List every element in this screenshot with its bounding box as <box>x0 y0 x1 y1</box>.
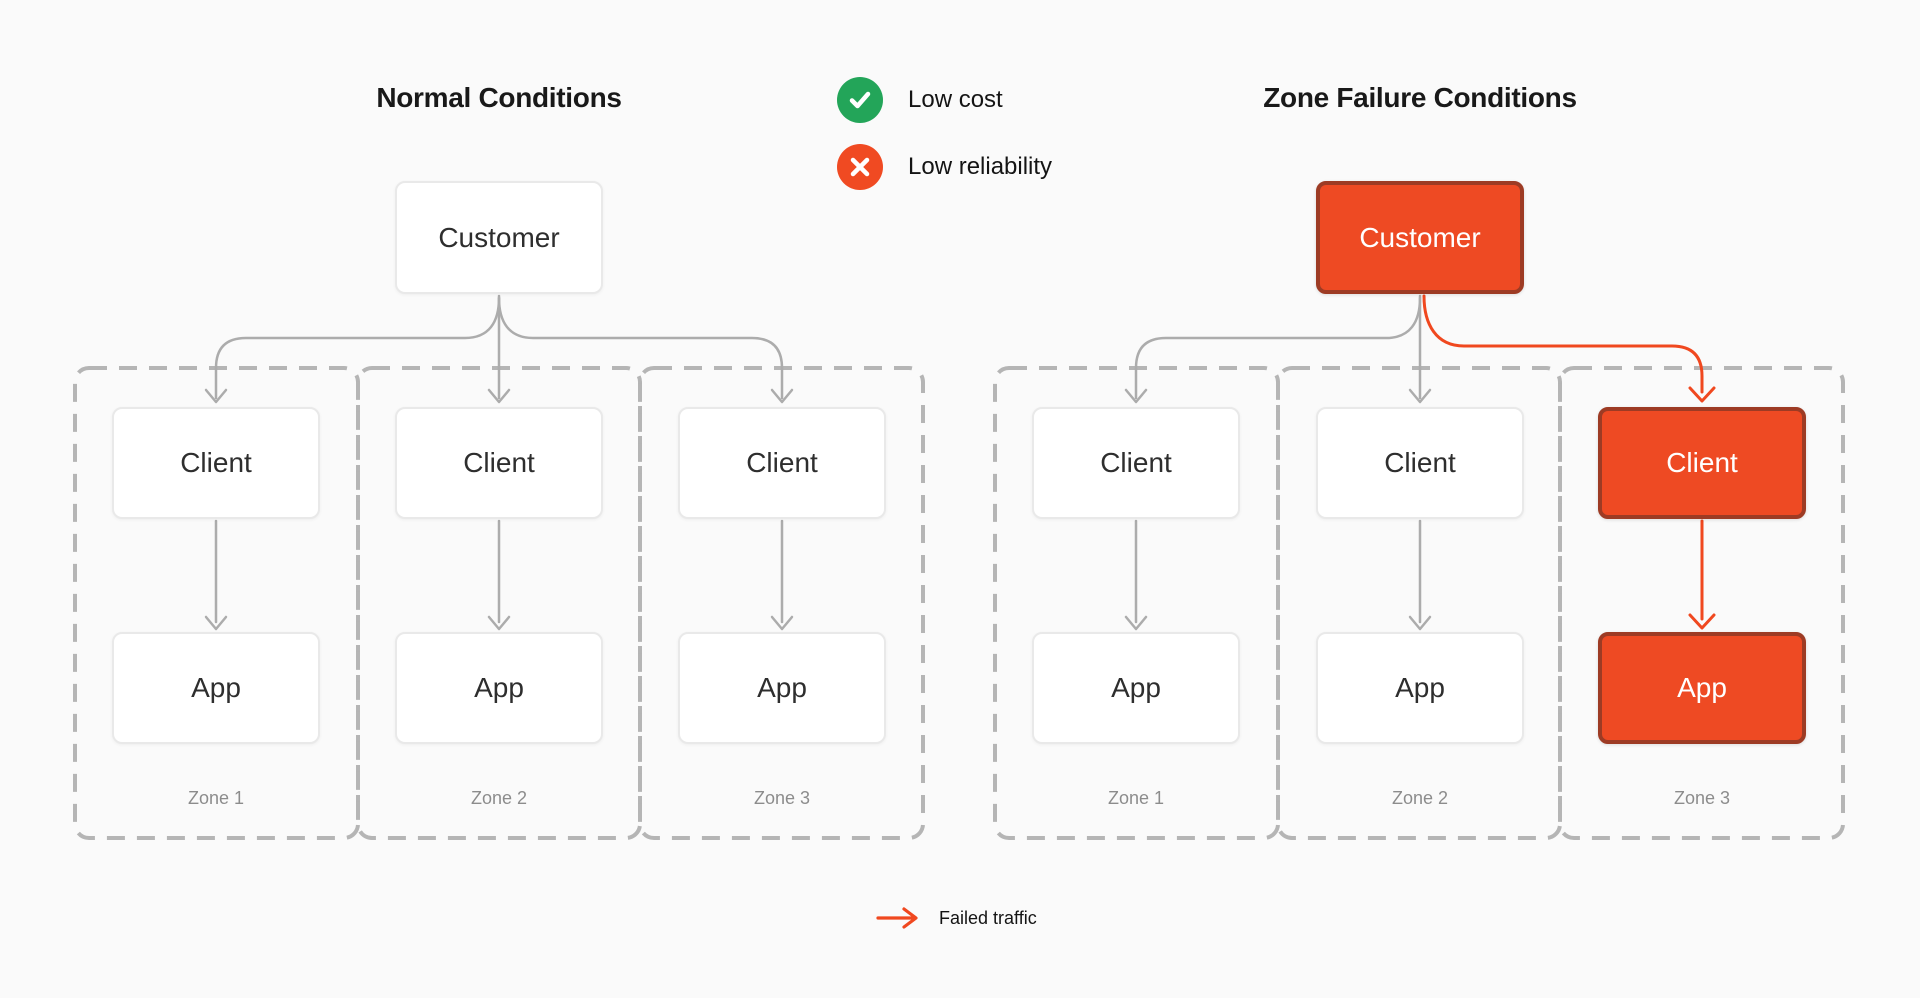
node-client: Client <box>395 407 603 519</box>
arrowhead-icon <box>1124 615 1148 631</box>
check-circle-icon <box>837 77 883 123</box>
legend-item-label: Low cost <box>908 86 1003 113</box>
arrowhead-icon <box>1124 388 1148 404</box>
diagram-title: Normal Conditions <box>376 82 622 113</box>
arrowhead-icon <box>204 388 228 404</box>
node-app: App <box>1598 632 1806 744</box>
arrowhead-icon <box>770 615 794 631</box>
legend-item: Low cost <box>837 77 1052 123</box>
zone-label: Zone 1 <box>187 788 245 808</box>
node-app: App <box>112 632 320 744</box>
node-client: Client <box>112 407 320 519</box>
traffic-path <box>1134 296 1422 400</box>
node-app: App <box>1316 632 1524 744</box>
legend-item-label: Low reliability <box>908 153 1053 180</box>
diagram-title: Zone Failure Conditions <box>1263 82 1577 113</box>
arrowhead-icon <box>1408 615 1432 631</box>
arrowhead-icon <box>770 388 794 404</box>
legend: Low cost Low reliability <box>837 77 1052 211</box>
node-client: Client <box>1598 407 1806 519</box>
arrowhead-icon <box>1408 388 1432 404</box>
node-client: Client <box>678 407 886 519</box>
red-arrowhead-icon <box>1688 613 1716 630</box>
node-client: Client <box>1032 407 1240 519</box>
zone-label: Zone 3 <box>1673 788 1731 808</box>
zone-label: Zone 2 <box>470 788 528 808</box>
arrowhead-icon <box>204 615 228 631</box>
node-app: App <box>678 632 886 744</box>
zone-label: Zone 3 <box>753 788 811 808</box>
cross-circle-icon <box>837 144 883 190</box>
zone-label: Zone 2 <box>1391 788 1449 808</box>
node-customer: Customer <box>1316 181 1524 294</box>
failed-traffic-path <box>1422 294 1704 394</box>
zone-label: Zone 1 <box>1107 788 1165 808</box>
traffic-path <box>214 296 501 400</box>
red-arrowhead-icon <box>1688 386 1716 403</box>
traffic-path <box>497 296 784 400</box>
footer-legend: Failed traffic <box>875 905 1037 931</box>
arrowhead-icon <box>487 615 511 631</box>
failed-traffic-label: Failed traffic <box>939 907 1037 928</box>
failed-traffic-arrow-icon <box>876 907 918 929</box>
node-customer: Customer <box>395 181 603 294</box>
node-app: App <box>1032 632 1240 744</box>
node-app: App <box>395 632 603 744</box>
legend-item: Low reliability <box>837 144 1052 190</box>
node-client: Client <box>1316 407 1524 519</box>
arrowhead-icon <box>487 388 511 404</box>
